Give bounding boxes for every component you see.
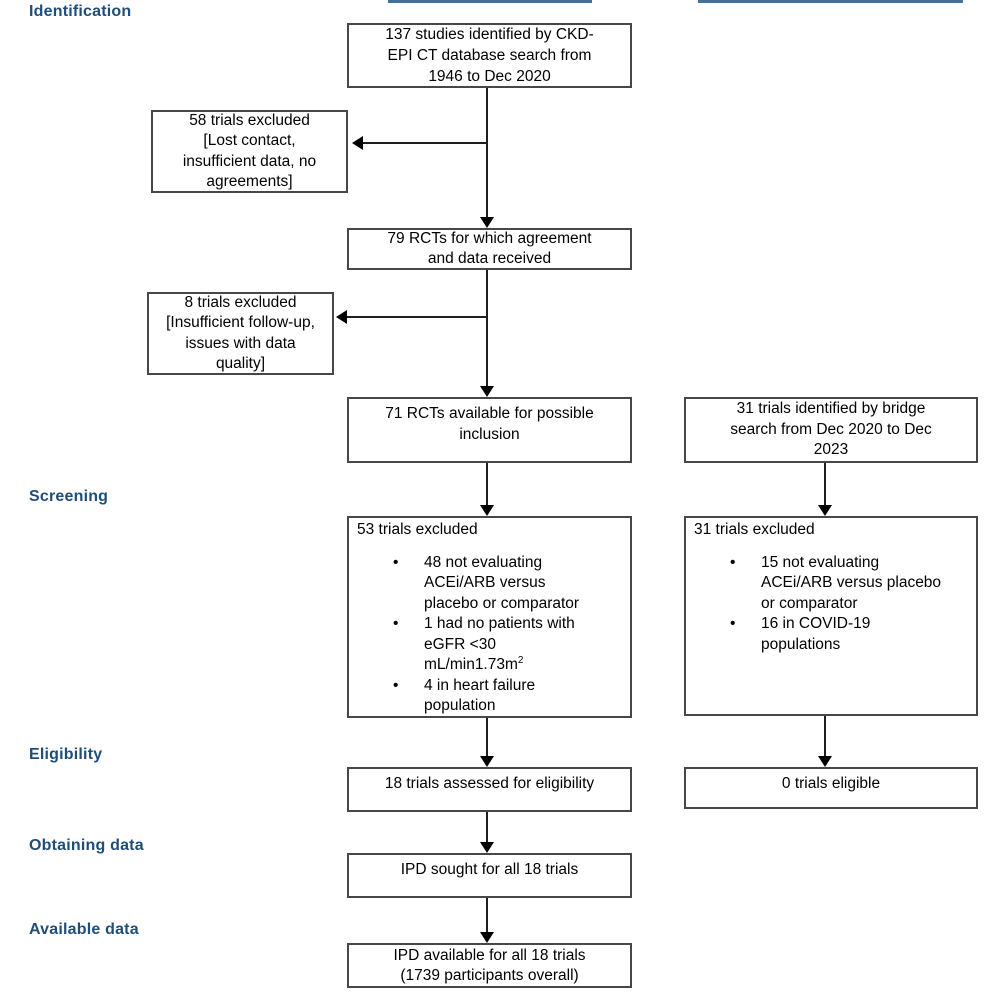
arrowhead-down-icon xyxy=(480,217,494,228)
box-text-line: quality] xyxy=(215,355,266,372)
box-text-line: agreements] xyxy=(206,173,293,190)
arrow-line xyxy=(486,898,488,932)
box-ipd-sought: IPD sought for all 18 trials xyxy=(347,853,632,898)
box-text-line: [Insufficient follow-up, xyxy=(166,314,315,331)
bullet-icon: • xyxy=(393,676,399,694)
box-text-line: insufficient data, no xyxy=(182,152,317,170)
excluded-title: 53 trials excluded xyxy=(357,521,478,538)
bullet-text: 4 in heart failure population xyxy=(424,676,536,715)
box-text-line: 0 trials eligible xyxy=(781,775,881,792)
bullet-icon: • xyxy=(730,615,736,632)
excluded-reason: • 1 had no patients with eGFR <30 mL/min… xyxy=(357,614,622,676)
arrow-line xyxy=(824,716,826,756)
arrow-line xyxy=(486,270,488,386)
excluded-reasons-list: • 15 not evaluating ACEi/ARB versus plac… xyxy=(694,553,968,656)
box-assessed-18: 18 trials assessed for eligibility xyxy=(347,767,632,812)
excluded-reason: • 16 in COVID-19 populations xyxy=(694,614,968,655)
arrow-line xyxy=(362,142,487,144)
box-text-line: and data received xyxy=(427,250,552,267)
arrow-line xyxy=(486,718,488,756)
arrowhead-down-icon xyxy=(480,842,494,853)
arrowhead-down-icon xyxy=(818,756,832,767)
box-excluded-31: 31 trials excluded • 15 not evaluating A… xyxy=(684,516,978,716)
box-bridge-search: 31 trials identified by bridge search fr… xyxy=(684,397,978,463)
arrowhead-down-icon xyxy=(480,932,494,943)
arrowhead-down-icon xyxy=(480,756,494,767)
arrowhead-left-icon xyxy=(352,136,363,150)
stage-label-available-data: Available data xyxy=(29,921,139,938)
arrowhead-down-icon xyxy=(480,505,494,516)
bullet-icon: • xyxy=(393,615,399,632)
box-text-line: 79 RCTs for which agreement xyxy=(387,230,592,247)
arrowhead-left-icon xyxy=(336,310,347,324)
arrow-line xyxy=(486,463,488,505)
bullet-text: 16 in COVID-19 populations xyxy=(761,615,871,653)
arrowhead-down-icon xyxy=(480,386,494,397)
bullet-text: 1 had no patients with eGFR <30 mL/min1.… xyxy=(424,615,575,673)
arrow-line xyxy=(486,812,488,842)
bullet-icon: • xyxy=(730,553,736,571)
arrow-line xyxy=(824,463,826,505)
box-ipd-available: IPD available for all 18 trials (1739 pa… xyxy=(347,943,632,988)
stage-label-obtaining-data: Obtaining data xyxy=(29,837,144,854)
box-text-line: 58 trials excluded xyxy=(189,111,310,129)
box-text-line: (1739 participants overall) xyxy=(400,966,579,984)
excluded-reason: • 48 not evaluating ACEi/ARB versus plac… xyxy=(357,553,622,615)
box-database-search: 137 studies identified by CKD- EPI CT da… xyxy=(347,23,632,88)
box-text-line: 137 studies identified by CKD- xyxy=(385,26,594,43)
box-text-line: 1946 to Dec 2020 xyxy=(428,68,551,85)
excluded-reasons-list: • 48 not evaluating ACEi/ARB versus plac… xyxy=(357,553,622,717)
box-excluded-53: 53 trials excluded • 48 not evaluating A… xyxy=(347,516,632,718)
excluded-reason: • 15 not evaluating ACEi/ARB versus plac… xyxy=(694,553,968,615)
bullet-text: 48 not evaluating ACEi/ARB versus placeb… xyxy=(424,553,580,612)
box-text-line: 2023 xyxy=(813,441,849,459)
bullet-text: 15 not evaluating ACEi/ARB versus placeb… xyxy=(761,553,942,612)
header-rule-left xyxy=(388,0,592,3)
box-text-line: 18 trials assessed for eligibility xyxy=(384,775,595,792)
arrow-line xyxy=(486,88,488,217)
box-text-line: inclusion xyxy=(459,426,520,443)
arrowhead-down-icon xyxy=(818,505,832,516)
stage-label-eligibility: Eligibility xyxy=(29,746,103,763)
box-excluded-58: 58 trials excluded [Lost contact, insuff… xyxy=(151,110,348,193)
stage-label-screening: Screening xyxy=(29,488,109,505)
bullet-icon: • xyxy=(393,553,399,571)
box-text-line: 71 RCTs available for possible xyxy=(385,405,594,422)
stage-label-identification: Identification xyxy=(29,3,132,20)
superscript: 2 xyxy=(517,654,524,666)
excluded-title: 31 trials excluded xyxy=(694,521,815,538)
box-excluded-8: 8 trials excluded [Insufficient follow-u… xyxy=(147,292,334,375)
box-text-line: 31 trials identified by bridge xyxy=(736,400,926,418)
box-text-line: 8 trials excluded xyxy=(184,293,297,311)
box-rcts-71: 71 RCTs available for possible inclusion xyxy=(347,397,632,463)
box-rcts-79: 79 RCTs for which agreement and data rec… xyxy=(347,228,632,270)
header-rule-right xyxy=(698,0,963,3)
box-text-line: search from Dec 2020 to Dec xyxy=(730,420,932,438)
box-eligible-0: 0 trials eligible xyxy=(684,767,978,809)
box-text-line: EPI CT database search from xyxy=(387,47,592,64)
arrow-line xyxy=(346,316,487,318)
box-text-line: IPD available for all 18 trials xyxy=(393,946,586,964)
box-text-line: issues with data xyxy=(185,334,296,352)
box-text-line: IPD sought for all 18 trials xyxy=(400,861,579,878)
excluded-reason: • 4 in heart failure population xyxy=(357,676,622,717)
box-text-line: [Lost contact, xyxy=(203,132,296,149)
